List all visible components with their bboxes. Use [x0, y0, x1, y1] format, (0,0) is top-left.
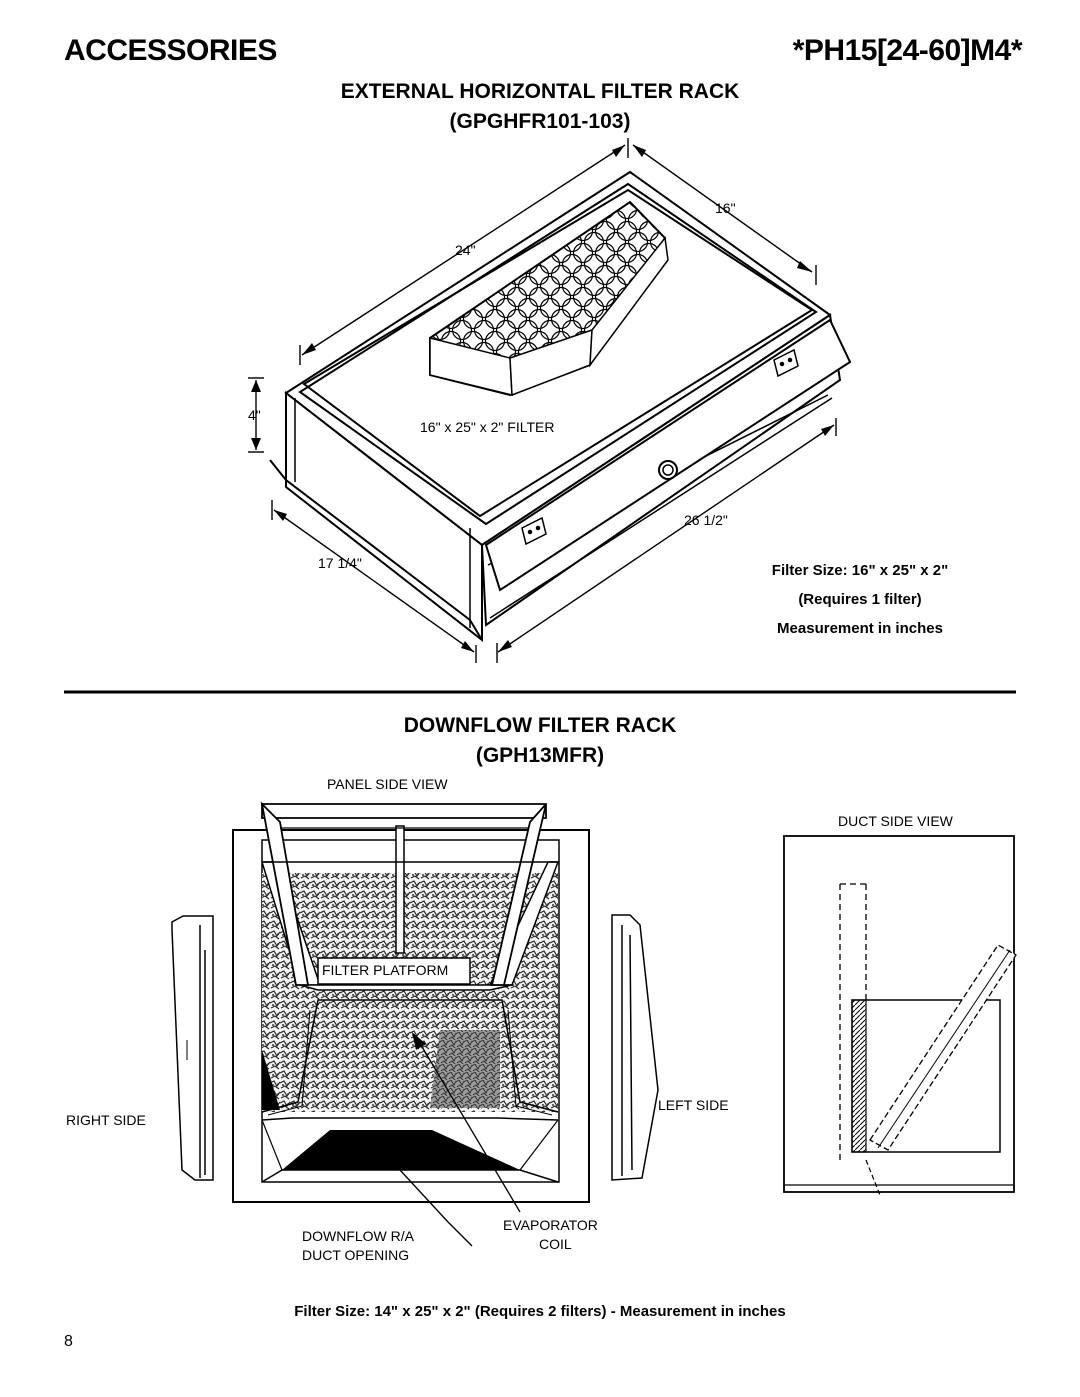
dim-depth-label: 16" [715, 200, 736, 216]
right-side-label: RIGHT SIDE [66, 1112, 146, 1128]
evaporator-label-line1: EVAPORATOR [503, 1217, 598, 1233]
requires-note: (Requires 1 filter) [798, 591, 922, 608]
filter-size-note: Filter Size: 16" x 25" x 2" [771, 562, 949, 579]
panel-side-view-label: PANEL SIDE VIEW [327, 776, 448, 792]
filter-label: 16" x 25" x 2" FILTER [420, 419, 554, 435]
dim-side-label: 17 1/4" [318, 555, 362, 571]
latch-icon [521, 516, 547, 546]
duct-opening [282, 1130, 520, 1170]
handle-icon [658, 460, 678, 480]
panel-side-view-diagram [232, 801, 590, 1247]
duct-side-view-label: DUCT SIDE VIEW [838, 813, 953, 829]
downflow-opening-label-line2: DUCT OPENING [302, 1247, 410, 1263]
evaporator-label-line2: COIL [539, 1236, 572, 1252]
units-note: Measurement in inches [777, 620, 943, 637]
dim-width-label: 24" [455, 242, 476, 258]
filter-platform [317, 957, 471, 985]
horizontal-rack-title: EXTERNAL HORIZONTAL FILTER RACK [340, 80, 740, 103]
downflow-opening-label-line1: DOWNFLOW R/A [302, 1228, 414, 1244]
dim-length-label: 26 1/2" [684, 512, 728, 528]
page-number: 8 [64, 1333, 73, 1350]
section-title: ACCESSORIES [64, 34, 277, 67]
downflow-rack-part-number: (GPH13MFR) [475, 744, 605, 767]
latch-icon [773, 348, 799, 378]
downflow-rack-title: DOWNFLOW FILTER RACK [403, 714, 677, 737]
horizontal-rack-part-number: (GPGHFR101-103) [449, 110, 631, 133]
downflow-filter-note: Filter Size: 14" x 25" x 2" (Requires 2 … [294, 1303, 786, 1320]
filter-platform-label: FILTER PLATFORM [322, 962, 449, 978]
model-number: *PH15[24-60]M4* [792, 34, 1023, 67]
left-side-part [611, 914, 659, 1181]
left-side-label: LEFT SIDE [658, 1097, 729, 1113]
duct-side-view-diagram [783, 835, 1017, 1196]
right-side-part [171, 915, 214, 1181]
dim-height-label: 4" [248, 407, 261, 423]
